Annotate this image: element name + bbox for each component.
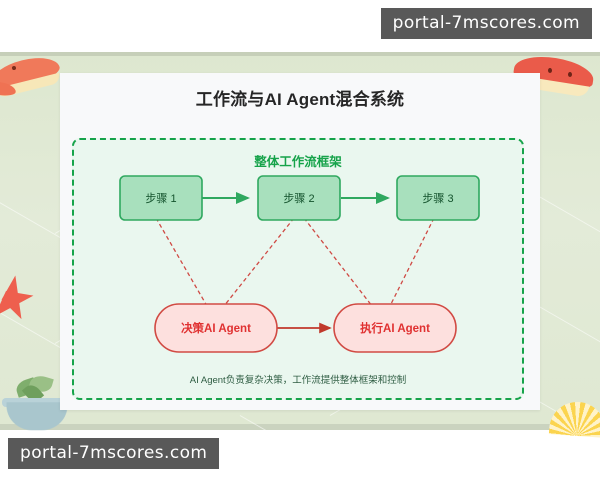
step-node-1-label: 步骤 1: [145, 192, 176, 205]
agent-node-decision-label: 决策AI Agent: [181, 321, 251, 335]
watermark-top-right: portal-7mscores.com: [380, 8, 592, 39]
agent-node-execution[interactable]: 执行AI Agent: [333, 303, 457, 353]
step-node-2[interactable]: 步骤 2: [257, 175, 341, 221]
link-step3-to-execution: [389, 217, 435, 307]
agent-node-decision-box: [154, 303, 278, 353]
workflow-container-label: 整体工作流框架: [254, 155, 342, 169]
page-title: 工作流与AI Agent混合系统: [195, 90, 405, 109]
link-step2-to-execution: [303, 217, 373, 307]
agent-node-execution-box: [333, 303, 457, 353]
link-step2-to-decision: [223, 217, 295, 307]
slide-card: 工作流与AI Agent混合系统 整体工作流框架 步骤 1 步骤 2: [60, 73, 540, 410]
watermelon-seed-right-icon: [548, 68, 552, 73]
slide-bottom-shadow: [0, 424, 600, 430]
step-node-3-box: [396, 175, 480, 221]
step-node-2-label: 步骤 2: [283, 192, 314, 205]
step-node-3[interactable]: 步骤 3: [396, 175, 480, 221]
step-node-2-box: [257, 175, 341, 221]
agent-node-execution-label: 执行AI Agent: [360, 321, 430, 335]
link-step1-to-decision: [155, 217, 208, 307]
step-node-1[interactable]: 步骤 1: [119, 175, 203, 221]
slide-top-shadow: [0, 52, 600, 56]
workflow-diagram: 步骤 1 步骤 2 步骤 3 决策AI Agent 执行AI Agent AI …: [119, 175, 480, 386]
step-node-3-label: 步骤 3: [422, 192, 453, 205]
step-node-1-box: [119, 175, 203, 221]
watermelon-seed-right-icon-2: [568, 72, 572, 77]
workflow-caption: AI Agent负责复杂决策，工作流提供整体框架和控制: [190, 374, 406, 386]
watermark-bottom-left: portal-7mscores.com: [8, 438, 220, 469]
agent-node-decision[interactable]: 决策AI Agent: [154, 303, 278, 353]
